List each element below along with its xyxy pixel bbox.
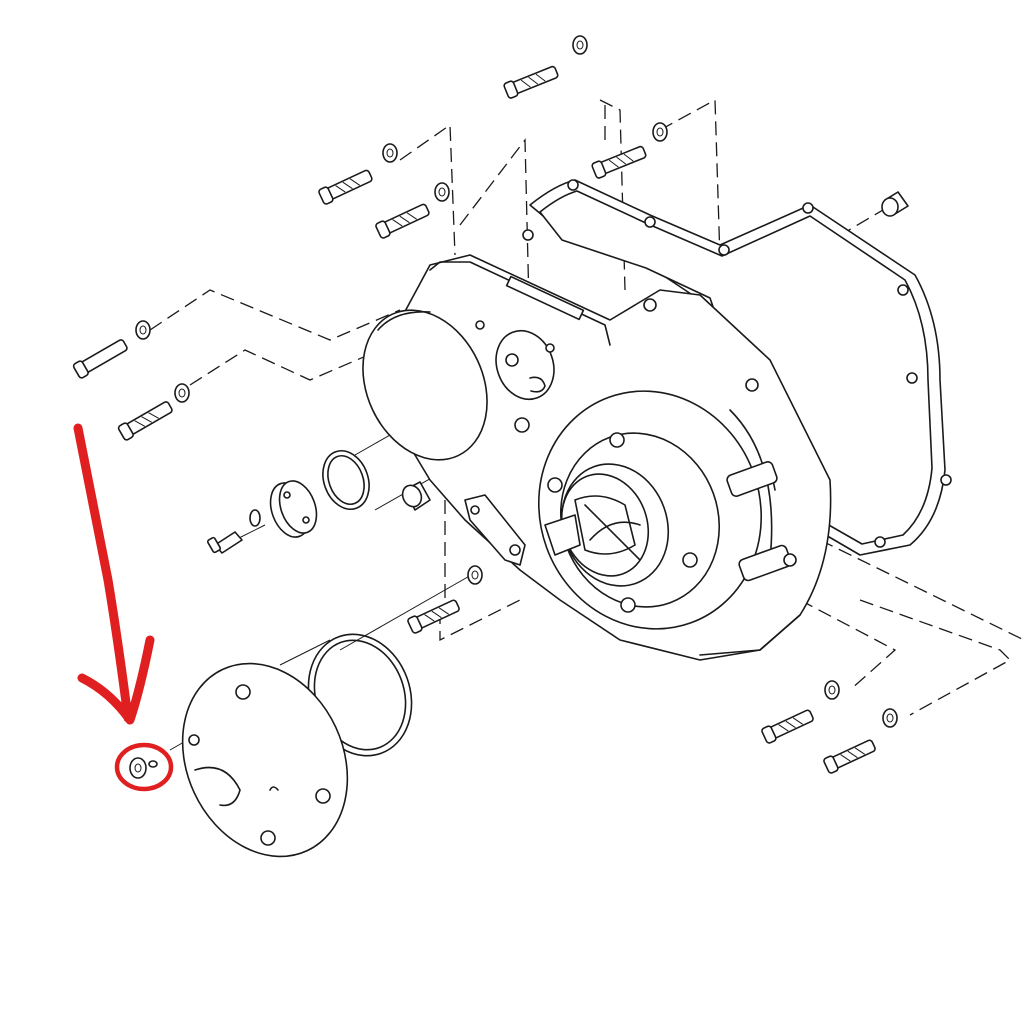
loose-parts [181,191,909,858]
washer-2 [174,383,190,403]
bolt-9 [823,739,876,774]
bolt-8 [761,709,814,744]
bolt-2 [117,401,173,441]
washer-7 [467,565,483,585]
primary-cover [362,254,832,661]
bolt-6 [591,145,647,179]
bolt-3 [318,169,373,205]
bolt-7 [407,599,460,634]
washer-8 [824,680,840,700]
bolt-1 [72,339,128,379]
cover-screw-washer [129,757,158,779]
arrow-down-icon [73,423,155,725]
washer-3 [382,143,398,163]
washer-4 [434,182,450,202]
bolt-4 [375,203,430,239]
highlight-circle-icon [114,742,174,792]
washer-6 [652,122,668,142]
bolt-5 [503,65,559,99]
annotation-group [73,423,174,792]
washer-9 [882,708,898,728]
washer-5 [572,35,588,55]
washer-1 [135,320,151,340]
bolts-and-washers [72,35,898,779]
